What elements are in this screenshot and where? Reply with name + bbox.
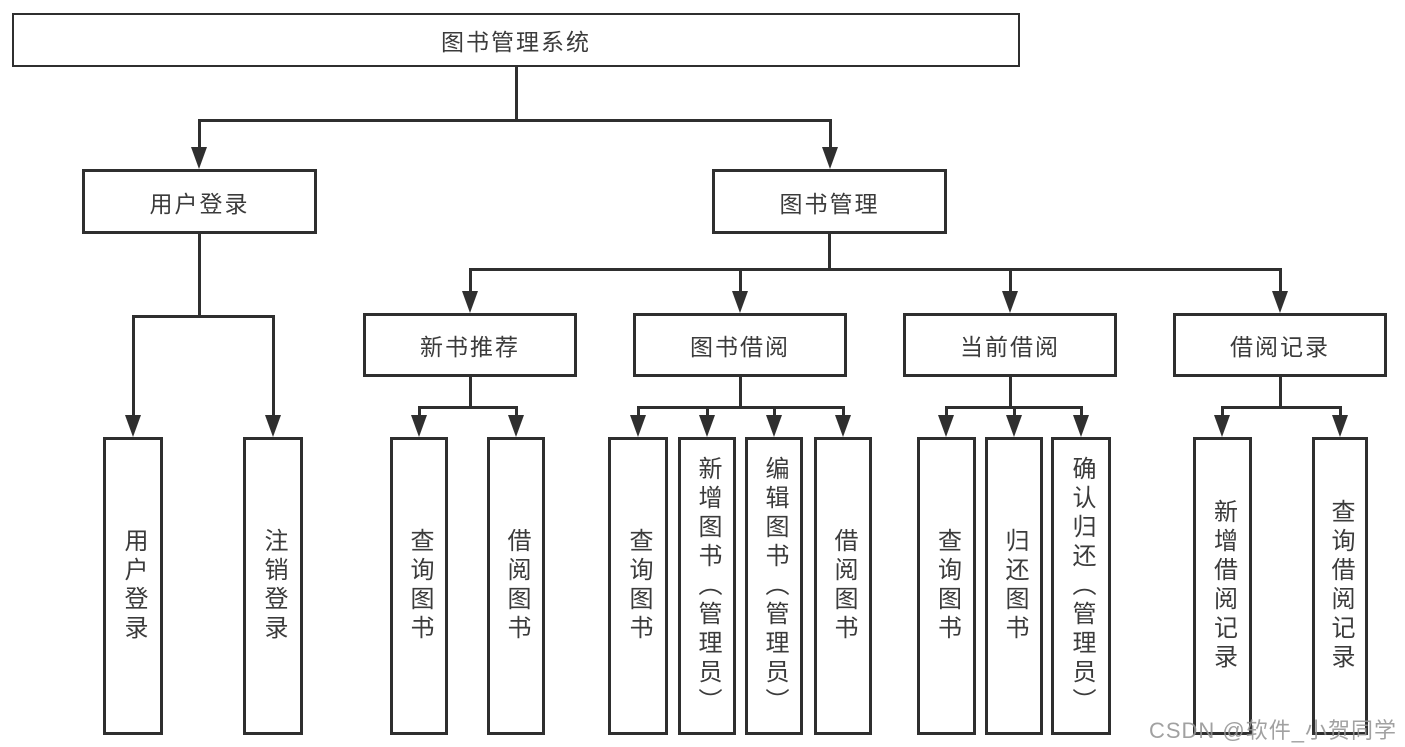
connector-drop-leaf (637, 406, 640, 420)
leaf-borrow-books: 借阅图书 (814, 437, 872, 735)
arrow-down-icon (822, 147, 838, 169)
node-label: 图书借阅 (690, 334, 790, 360)
leaf-query-books-borrowing: 查询图书 (608, 437, 668, 735)
leaf-borrow-books-recommend: 借阅图书 (487, 437, 545, 735)
arrow-down-icon (125, 415, 141, 437)
connector-drop-mid (739, 268, 742, 296)
connector-drop-leaf (842, 406, 845, 420)
node-new-book-recommend: 新书推荐 (363, 313, 577, 377)
arrow-down-icon (1002, 291, 1018, 313)
connector-drop-leaf (515, 406, 518, 420)
connector-drop-mid (1279, 268, 1282, 296)
connector-drop-mid (469, 268, 472, 296)
connector-rail (637, 406, 845, 409)
connector-book-mgmt-stem (828, 234, 831, 271)
node-label: 查询借阅记录 (1327, 499, 1354, 673)
connector-drop-user-login (198, 119, 201, 152)
connector-drop-book-mgmt (829, 119, 832, 152)
connector-drop-leaf (1080, 406, 1083, 420)
leaf-query-books-recommend: 查询图书 (390, 437, 448, 735)
connector-user-login-stem (198, 234, 201, 318)
connector-drop-leaf (132, 315, 135, 420)
arrow-down-icon (1272, 291, 1288, 313)
connector-stem (469, 377, 472, 409)
arrow-down-icon (1332, 415, 1348, 437)
arrow-down-icon (835, 415, 851, 437)
node-label: 确认归还（管理员） (1068, 455, 1095, 717)
arrow-down-icon (508, 415, 524, 437)
arrow-down-icon (191, 147, 207, 169)
watermark: CSDN @软件_小贺同学 (1148, 718, 1397, 743)
connector-drop-leaf (773, 406, 776, 420)
connector-user-login-rail (132, 315, 275, 318)
connector-drop-leaf (1339, 406, 1342, 420)
leaf-user-login: 用户登录 (103, 437, 163, 735)
node-label: 当前借阅 (960, 334, 1060, 360)
node-label: 用户登录 (120, 528, 147, 644)
connector-drop-leaf (1221, 406, 1224, 420)
connector-level1-rail (198, 119, 832, 122)
arrow-down-icon (1073, 415, 1089, 437)
leaf-logout: 注销登录 (243, 437, 303, 735)
node-label: 注销登录 (260, 528, 287, 644)
node-label: 新增借阅记录 (1209, 499, 1237, 673)
node-label: 查询图书 (933, 528, 961, 644)
leaf-query-borrow-record: 查询借阅记录 (1312, 437, 1368, 735)
arrow-down-icon (699, 415, 715, 437)
connector-stem (1009, 377, 1012, 409)
connector-rail (418, 406, 518, 409)
arrow-down-icon (265, 415, 281, 437)
leaf-return-books: 归还图书 (985, 437, 1043, 735)
arrow-down-icon (766, 415, 782, 437)
node-label: 用户登录 (149, 190, 250, 217)
arrow-down-icon (1214, 415, 1230, 437)
node-current-borrowing: 当前借阅 (903, 313, 1117, 377)
leaf-add-books-admin: 新增图书（管理员） (678, 437, 736, 735)
node-library-management-system: 图书管理系统 (12, 13, 1020, 67)
node-label: 借阅记录 (1230, 334, 1330, 360)
connector-drop-leaf (272, 315, 275, 420)
connector-level2-rail (469, 268, 1282, 271)
connector-stem (739, 377, 742, 409)
node-label: 编辑图书（管理员） (761, 455, 788, 717)
leaf-confirm-return-admin: 确认归还（管理员） (1051, 437, 1111, 735)
node-label: 新增图书（管理员） (694, 455, 721, 717)
arrow-down-icon (732, 291, 748, 313)
node-label: 归还图书 (1001, 528, 1028, 644)
arrow-down-icon (462, 291, 478, 313)
node-book-borrowing: 图书借阅 (633, 313, 847, 377)
node-label: 新书推荐 (420, 334, 520, 360)
node-label: 图书管理系统 (441, 29, 591, 55)
connector-drop-mid (1009, 268, 1012, 296)
leaf-edit-books-admin: 编辑图书（管理员） (745, 437, 803, 735)
arrow-down-icon (1006, 415, 1022, 437)
connector-stem (1279, 377, 1282, 409)
node-user-login: 用户登录 (82, 169, 317, 234)
connector-drop-leaf (418, 406, 421, 420)
connector-drop-leaf (1013, 406, 1016, 420)
node-label: 查询图书 (625, 528, 652, 644)
connector-rail (1221, 406, 1342, 409)
connector-drop-leaf (706, 406, 709, 420)
connector-drop-leaf (945, 406, 948, 420)
node-book-management: 图书管理 (712, 169, 947, 234)
leaf-add-borrow-record: 新增借阅记录 (1193, 437, 1252, 735)
node-label: 借阅图书 (830, 528, 857, 644)
node-label: 查询图书 (406, 528, 433, 644)
node-label: 借阅图书 (503, 528, 530, 644)
node-borrowing-records: 借阅记录 (1173, 313, 1387, 377)
arrow-down-icon (630, 415, 646, 437)
connector-root-stem (515, 67, 518, 122)
arrow-down-icon (411, 415, 427, 437)
node-label: 图书管理 (779, 190, 880, 217)
leaf-query-books-current: 查询图书 (917, 437, 976, 735)
arrow-down-icon (938, 415, 954, 437)
